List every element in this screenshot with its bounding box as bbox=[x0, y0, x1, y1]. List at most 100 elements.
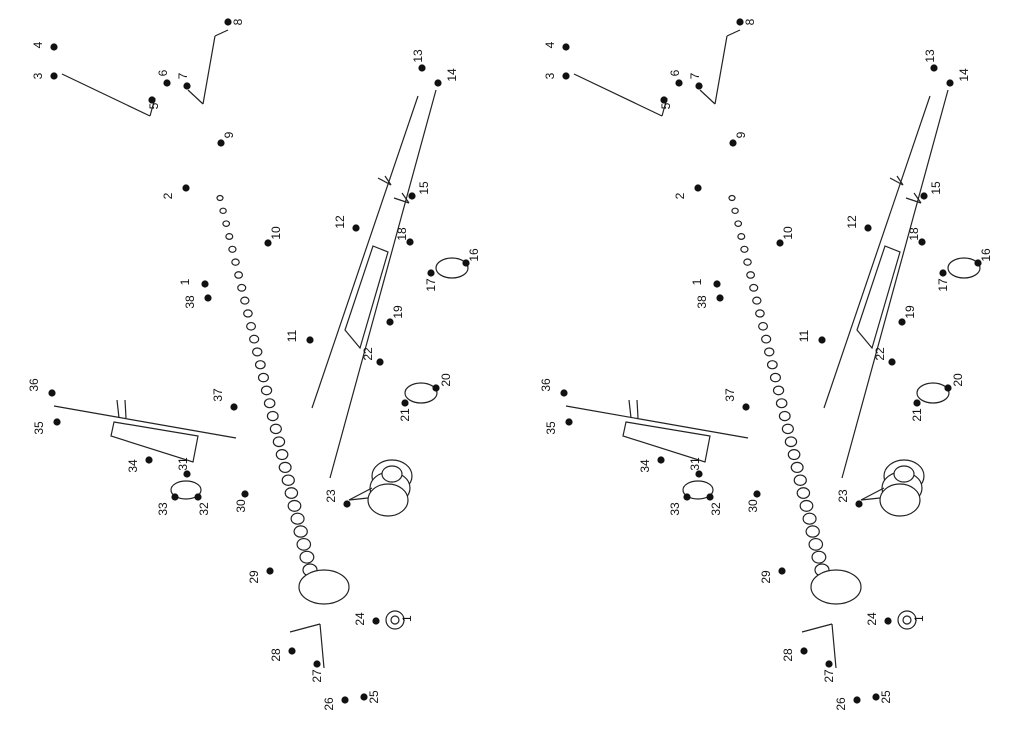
numbered-dot bbox=[406, 238, 414, 246]
numbered-dot bbox=[695, 82, 703, 90]
window-oval bbox=[787, 449, 801, 461]
numbered-dot bbox=[729, 139, 737, 147]
window-oval bbox=[246, 321, 257, 331]
window-oval bbox=[778, 410, 791, 422]
window-oval bbox=[225, 233, 234, 240]
numbered-dot bbox=[560, 389, 568, 397]
window-oval bbox=[228, 245, 237, 253]
dot-number-label: 34 bbox=[638, 459, 652, 473]
nose-oval bbox=[298, 569, 350, 605]
dot-number-label: 32 bbox=[197, 502, 211, 516]
dot-number-label: 27 bbox=[822, 669, 836, 683]
outline-stroke bbox=[628, 399, 632, 419]
dot-number-label: 2 bbox=[161, 192, 175, 199]
numbered-dot bbox=[376, 358, 384, 366]
loop-outline bbox=[682, 480, 714, 500]
nose-oval bbox=[810, 569, 862, 605]
outline-stroke bbox=[636, 399, 639, 419]
outline-stroke bbox=[896, 175, 904, 186]
window-oval bbox=[219, 207, 227, 215]
numbered-dot bbox=[163, 79, 171, 87]
dot-number-label: 34 bbox=[126, 459, 140, 473]
numbered-dot bbox=[675, 79, 683, 87]
window-oval bbox=[811, 550, 827, 564]
numbered-dot bbox=[182, 184, 190, 192]
numbered-dot bbox=[565, 418, 573, 426]
dot-number-label: 27 bbox=[310, 669, 324, 683]
dot-number-label: 24 bbox=[865, 612, 879, 626]
numbered-dot bbox=[360, 693, 368, 701]
dot-number-label: 23 bbox=[324, 489, 338, 503]
numbered-dot bbox=[230, 403, 238, 411]
window-oval bbox=[231, 258, 240, 266]
numbered-dot bbox=[434, 79, 442, 87]
window-oval bbox=[740, 245, 749, 253]
dot-number-label: 26 bbox=[322, 697, 336, 711]
numbered-dot bbox=[427, 269, 435, 277]
dot-number-label: 37 bbox=[211, 388, 225, 402]
loop-outline bbox=[404, 382, 438, 404]
dot-number-label: 3 bbox=[31, 72, 45, 79]
wheel-outline bbox=[367, 483, 409, 517]
engine-outline bbox=[344, 245, 389, 350]
numbered-dot bbox=[946, 79, 954, 87]
window-oval bbox=[237, 283, 247, 292]
loop-outline bbox=[947, 257, 981, 279]
dot-number-label: 18 bbox=[395, 227, 409, 241]
numbered-dot bbox=[683, 493, 691, 501]
dot-number-label: 28 bbox=[781, 648, 795, 662]
dot-number-label: 8 bbox=[231, 18, 245, 25]
outline-stroke bbox=[913, 192, 922, 204]
numbered-dot bbox=[716, 294, 724, 302]
numbered-dot bbox=[53, 418, 61, 426]
window-oval bbox=[263, 398, 276, 409]
dot-number-label: 6 bbox=[156, 69, 170, 76]
outline-stroke bbox=[565, 405, 749, 439]
outline-stroke bbox=[823, 95, 931, 409]
window-oval bbox=[260, 385, 273, 396]
numbered-dot bbox=[920, 192, 928, 200]
numbered-dot bbox=[855, 500, 863, 508]
window-oval bbox=[799, 499, 814, 512]
wheel-outline bbox=[879, 483, 921, 517]
window-oval bbox=[772, 385, 785, 396]
window-oval bbox=[281, 474, 295, 486]
window-oval bbox=[784, 436, 798, 448]
dot-number-label: 18 bbox=[907, 227, 921, 241]
numbered-dot bbox=[462, 259, 470, 267]
window-oval bbox=[234, 271, 244, 279]
dot-number-label: 19 bbox=[903, 305, 917, 319]
target-mark-center bbox=[390, 615, 400, 625]
numbered-dot bbox=[145, 456, 153, 464]
numbered-dot bbox=[864, 224, 872, 232]
dot-number-label: 30 bbox=[234, 499, 248, 513]
small-mark-label: 1 bbox=[400, 615, 414, 622]
numbered-dot bbox=[194, 493, 202, 501]
numbered-dot bbox=[204, 294, 212, 302]
dot-number-label: 21 bbox=[398, 408, 412, 422]
numbered-dot bbox=[341, 696, 349, 704]
outline-stroke bbox=[699, 89, 716, 105]
numbered-dot bbox=[171, 493, 179, 501]
numbered-dot bbox=[217, 139, 225, 147]
outline-stroke bbox=[726, 29, 741, 37]
window-oval bbox=[763, 347, 775, 357]
numbered-dot bbox=[872, 693, 880, 701]
tail-stabilizer-outline bbox=[110, 421, 199, 463]
numbered-dot bbox=[148, 96, 156, 104]
dot-number-label: 14 bbox=[445, 68, 459, 82]
numbered-dot bbox=[736, 18, 744, 26]
window-oval bbox=[287, 499, 302, 512]
numbered-dot bbox=[657, 456, 665, 464]
window-oval bbox=[299, 550, 315, 564]
loop-outline bbox=[435, 257, 469, 279]
outline-stroke bbox=[377, 177, 392, 186]
numbered-dot bbox=[742, 403, 750, 411]
window-oval bbox=[275, 449, 289, 461]
dot-number-label: 29 bbox=[247, 570, 261, 584]
dot-number-label: 25 bbox=[367, 690, 381, 704]
wheel-hub-outline bbox=[381, 465, 403, 483]
window-oval bbox=[808, 537, 824, 551]
window-oval bbox=[761, 334, 772, 344]
